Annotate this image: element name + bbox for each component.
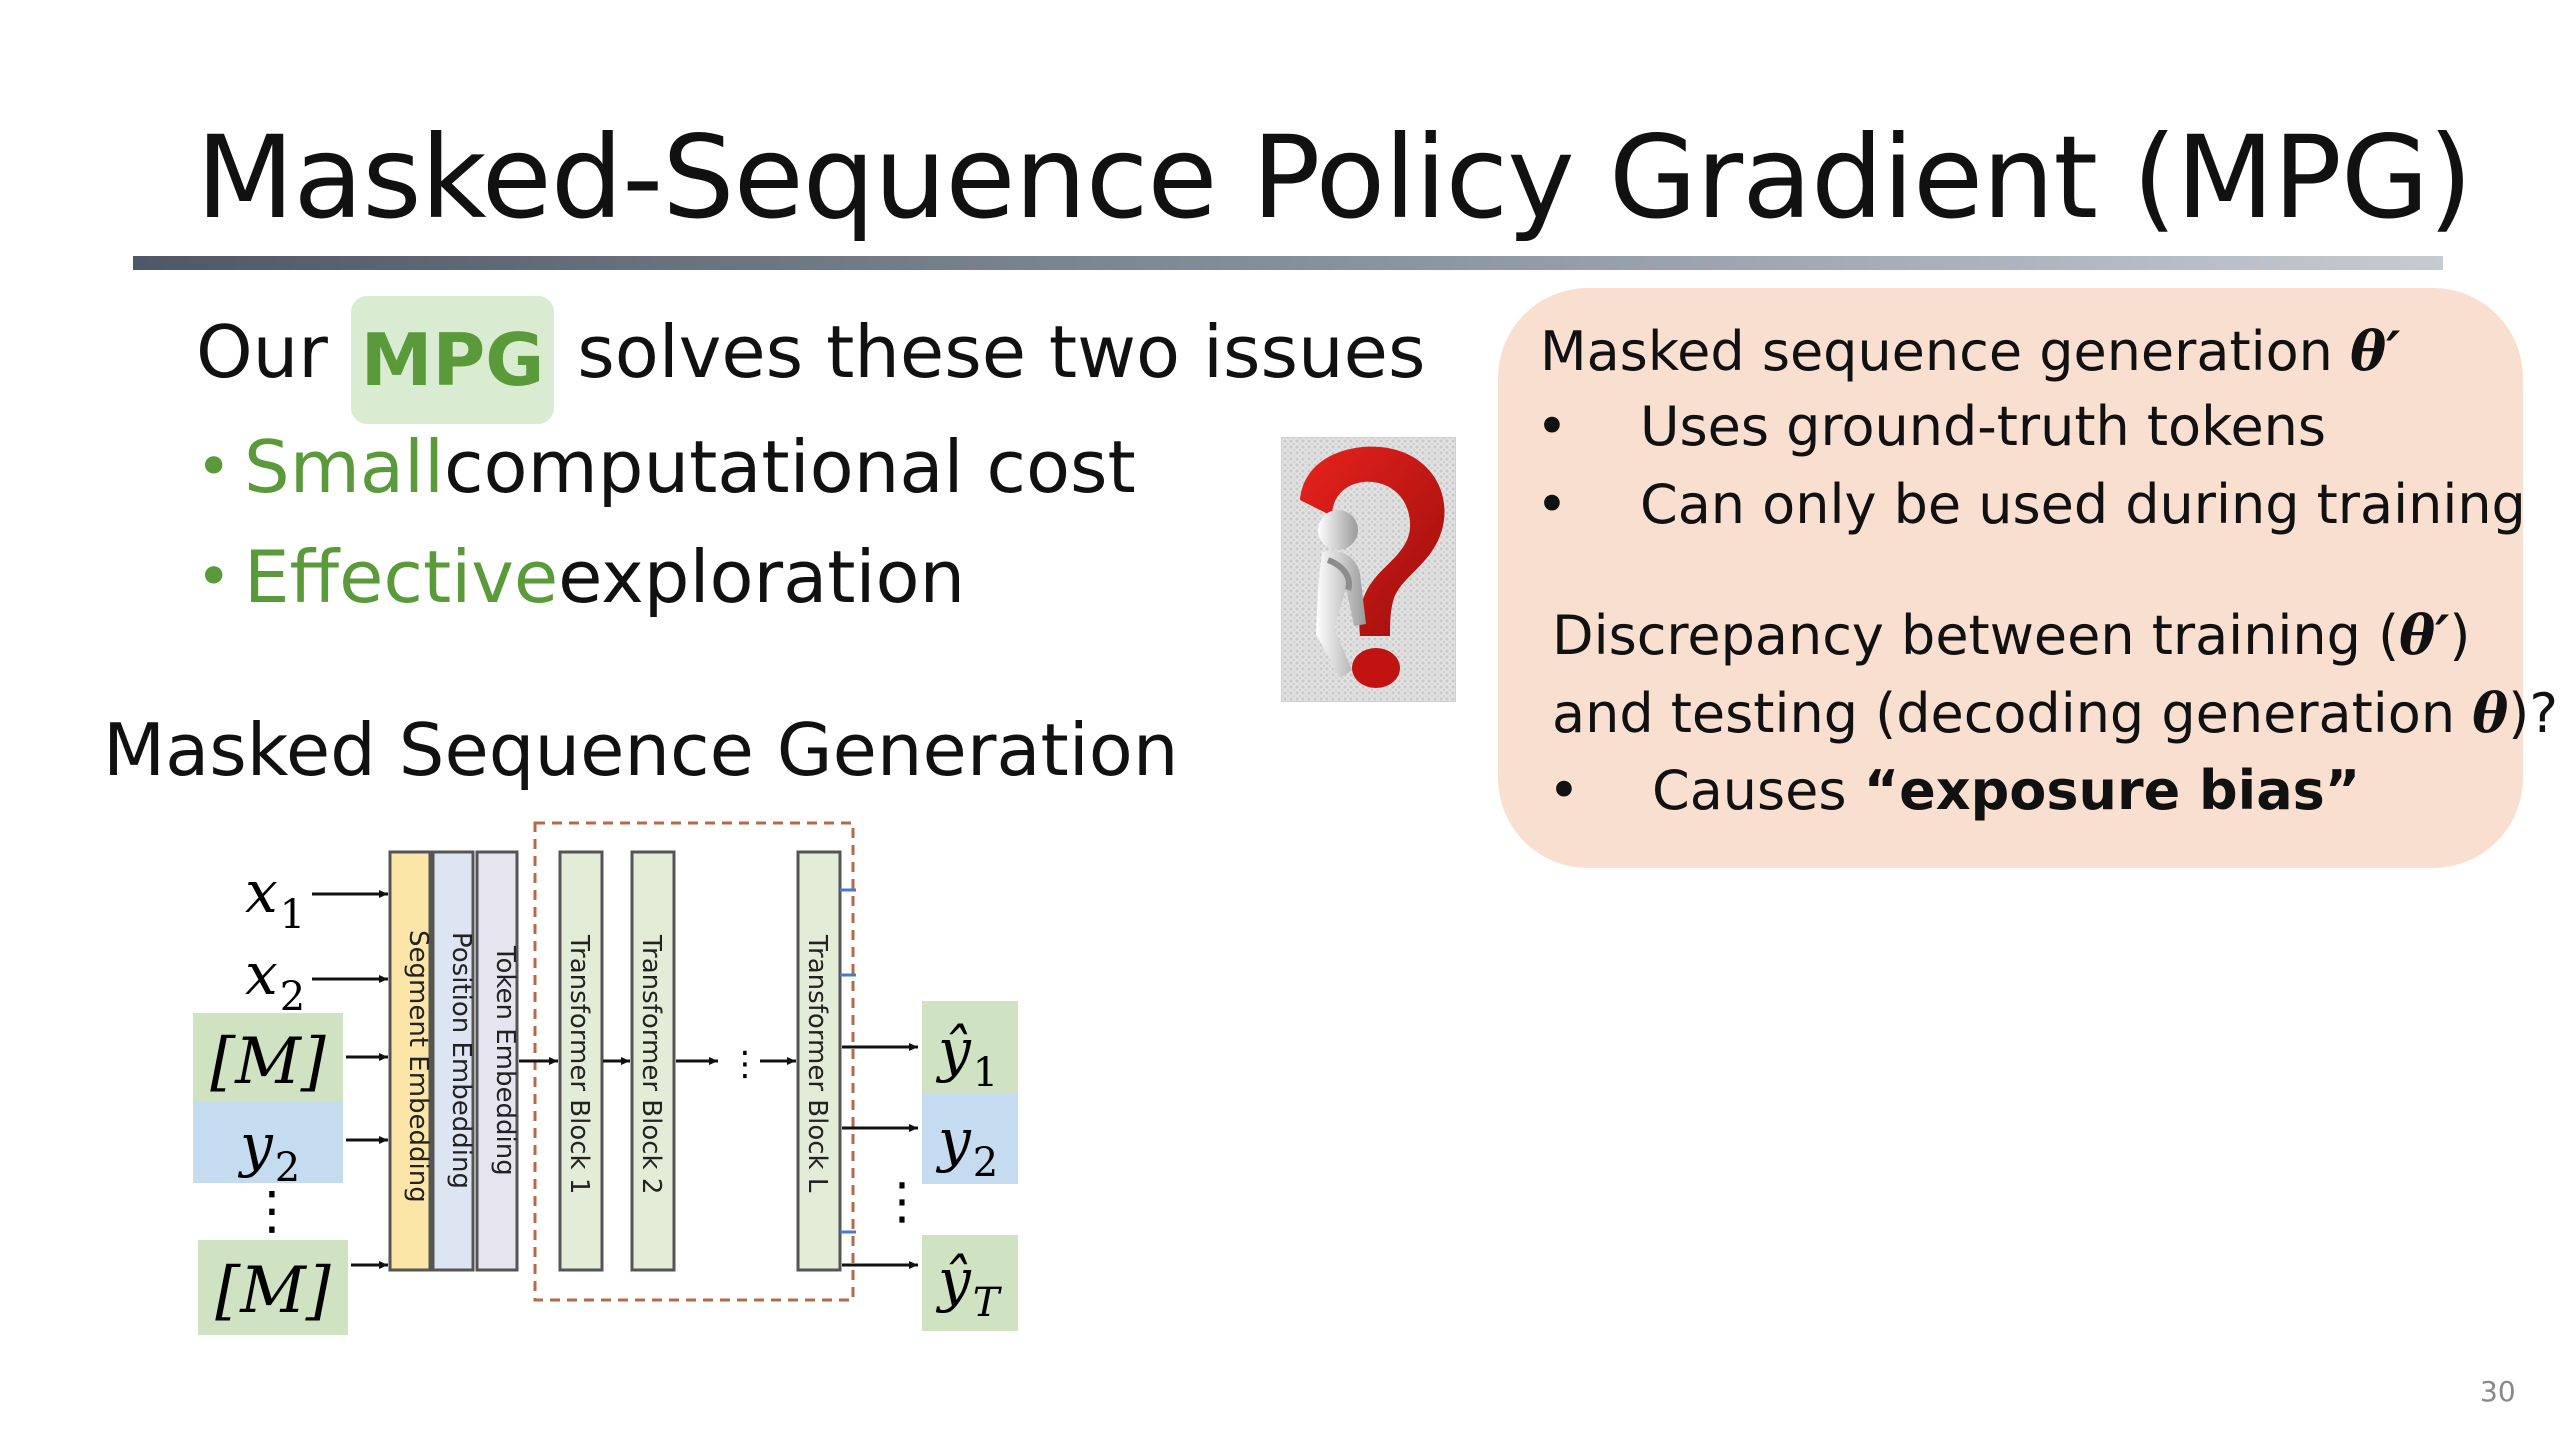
- question-mark-thinker-icon: [1281, 437, 1456, 702]
- callout-item: Can only be used during training: [1640, 473, 2526, 536]
- position-embedding-label: Position Embedding: [446, 932, 476, 1189]
- transformer-block-2: [630, 850, 676, 1272]
- bullet-dot: •: [196, 542, 232, 612]
- transformer-block-l-label: Transformer Block L: [802, 934, 832, 1193]
- input-x1: x1: [245, 858, 305, 938]
- callout-bullet-dot: •: [1536, 473, 1568, 536]
- output-yhat1: ŷ1: [935, 1016, 998, 1096]
- callout-box: Masked sequence generation θ′ • Uses gro…: [1498, 288, 2558, 868]
- input-mask-box: [193, 1013, 343, 1101]
- input-mask-box: [198, 1240, 348, 1335]
- callout-item-exposure: Causes “exposure bias”: [1652, 759, 2361, 822]
- output-yhatT: ŷT: [935, 1246, 1003, 1326]
- callout-bullet-dot: •: [1548, 759, 1580, 822]
- section-heading: Masked Sequence Generation: [103, 708, 1179, 792]
- bullet-highlight: Effective: [244, 535, 559, 619]
- input-x2: x2: [245, 940, 305, 1020]
- transformer-block-1: [558, 850, 604, 1272]
- output-vdots: ⋮: [877, 1172, 927, 1230]
- callout-line-testing: and testing (decoding generation θ)?: [1552, 681, 2558, 745]
- callout-bullet-dot: •: [1536, 395, 1568, 458]
- intro-highlight: MPG: [350, 296, 555, 424]
- bullet-text: exploration: [558, 535, 966, 619]
- bullet-dot: •: [196, 432, 232, 502]
- question-mark-thinker-graphic: [1300, 446, 1445, 688]
- input-mask-label: [M]: [210, 1025, 327, 1099]
- segment-embedding-label: Segment Embedding: [403, 930, 433, 1203]
- input-y2-box: [193, 1101, 343, 1183]
- intro-line: Our MPG solves these two issues: [196, 296, 1425, 424]
- output-y2: y2: [935, 1106, 998, 1186]
- bullet-list: • Small computational cost • Effective e…: [196, 412, 1136, 632]
- block-dots: ⋮: [728, 1044, 762, 1084]
- output-yhat1-box: [922, 1001, 1018, 1094]
- output-y2-box: [922, 1094, 1018, 1184]
- transformer-block-l: [796, 850, 842, 1272]
- bullet-text: computational cost: [443, 425, 1136, 509]
- output-yhatT-box: [922, 1235, 1018, 1331]
- input-y2: y2: [237, 1111, 300, 1191]
- callout-line-discrepancy: Discrepancy between training (θ′): [1552, 603, 2471, 667]
- input-vdots: ⋮: [246, 1181, 298, 1241]
- position-embedding-column: [431, 850, 475, 1272]
- page-number: 30: [2480, 1375, 2516, 1408]
- slide-title: Masked-Sequence Policy Gradient (MPG): [196, 111, 2473, 244]
- callout-item: Uses ground-truth tokens: [1640, 395, 2327, 458]
- transformer-block-2-label: Transformer Block 2: [636, 934, 666, 1194]
- segment-embedding-column: [388, 850, 432, 1272]
- bullet-item: • Small computational cost: [196, 412, 1136, 522]
- callout-line-generation: Masked sequence generation θ′: [1540, 319, 2401, 383]
- transformer-block-1-label: Transformer Block 1: [564, 934, 594, 1194]
- token-embedding-column: [475, 850, 519, 1272]
- bullet-highlight: Small: [244, 425, 444, 509]
- title-underline: [133, 256, 2443, 270]
- bullet-item: • Effective exploration: [196, 522, 1136, 632]
- token-embedding-label: Token Embedding: [490, 945, 520, 1176]
- intro-suffix: solves these two issues: [554, 310, 1426, 394]
- input-mask-label: [M]: [215, 1254, 332, 1328]
- intro-prefix: Our: [196, 310, 351, 394]
